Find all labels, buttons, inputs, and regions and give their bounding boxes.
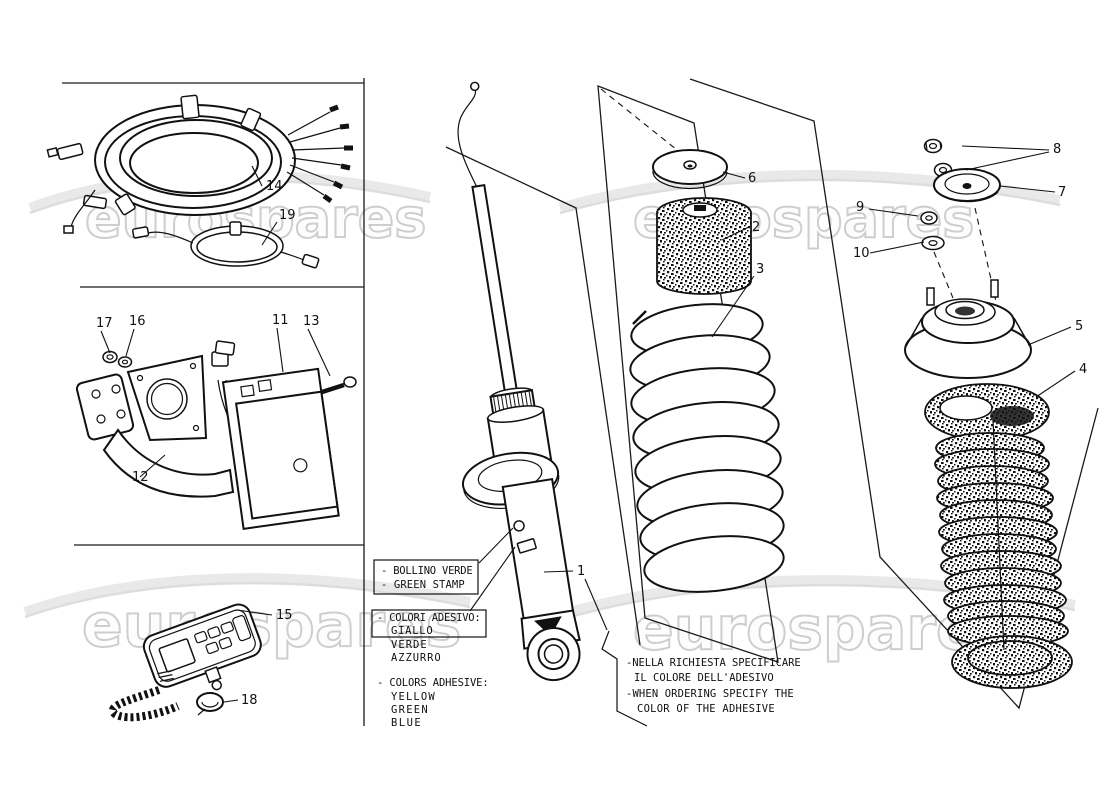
assembly-axis-lines xyxy=(600,88,998,307)
adhesive-en-line2: YELLOW xyxy=(391,691,435,703)
stud-nut xyxy=(920,211,938,225)
adhesive-it-line2: GIALLO xyxy=(391,625,433,637)
part-label-10: 10 xyxy=(853,246,870,261)
stud-washer xyxy=(921,235,945,251)
adhesive-en-line3: GREEN xyxy=(391,704,428,716)
grommet xyxy=(196,692,224,716)
coil-spring xyxy=(629,303,785,593)
gaiter-boot xyxy=(924,383,1073,689)
ordering-note-line2: IL COLORE DELL'ADESIVO xyxy=(634,672,774,684)
ecu-box xyxy=(221,367,340,530)
upper-washer xyxy=(652,149,728,190)
part-label-9: 9 xyxy=(856,200,864,215)
callout-lines xyxy=(100,145,1076,703)
adhesive-colors-note-it: - COLORI ADESIVO: GIALLO VERDE AZZURRO xyxy=(371,609,487,664)
adhesive-it-line3: VERDE xyxy=(391,639,427,651)
wiring-harness xyxy=(46,94,353,234)
part-label-12: 12 xyxy=(132,470,149,485)
ordering-note-line1: -NELLA RICHIESTA SPECIFICARE xyxy=(626,657,801,669)
remote-control xyxy=(108,603,262,722)
part-label-16: 16 xyxy=(129,314,146,329)
adhesive-en-line4: BLUE xyxy=(391,717,421,729)
stamp-note-line1: - BOLLINO VERDE xyxy=(381,565,473,577)
part-label-13: 13 xyxy=(303,314,320,329)
part-label-17: 17 xyxy=(96,316,113,331)
adhesive-it-line1: - COLORI ADESIVO: xyxy=(377,612,481,624)
part-label-6: 6 xyxy=(748,171,756,186)
mounting-bracket-assembly xyxy=(75,340,357,530)
part-label-5: 5 xyxy=(1075,319,1083,334)
part-label-2: 2 xyxy=(752,220,760,235)
top-nuts xyxy=(923,138,953,178)
adhesive-colors-note-en: - COLORS ADHESIVE: YELLOW GREEN BLUE xyxy=(377,677,489,729)
adhesive-en-line1: - COLORS ADHESIVE: xyxy=(377,677,489,689)
part-label-14: 14 xyxy=(266,179,283,194)
part-label-4: 4 xyxy=(1079,362,1087,377)
part-label-18: 18 xyxy=(241,693,258,708)
upper-mount xyxy=(904,279,1032,379)
ordering-note-line3: -WHEN ORDERING SPECIFY THE xyxy=(626,688,794,700)
part-label-3: 3 xyxy=(756,262,764,277)
stamp-note-box: - BOLLINO VERDE - GREEN STAMP xyxy=(373,559,479,595)
bump-stop xyxy=(656,197,752,295)
part-label-19: 19 xyxy=(279,208,296,223)
part-number-labels: 1 2 3 4 5 6 7 8 9 10 11 12 13 14 15 16 1… xyxy=(96,142,1087,708)
shock-absorber xyxy=(457,81,581,682)
stamp-note-line2: - GREEN STAMP xyxy=(381,579,465,591)
part-label-1: 1 xyxy=(577,564,585,579)
part-label-11: 11 xyxy=(272,313,289,328)
part-label-7: 7 xyxy=(1058,185,1066,200)
sensor-cable xyxy=(131,221,320,269)
adhesive-it-line4: AZZURRO xyxy=(391,652,441,664)
ordering-note: -NELLA RICHIESTA SPECIFICARE IL COLORE D… xyxy=(601,630,801,727)
dished-washer xyxy=(933,168,1001,203)
part-label-15: 15 xyxy=(276,608,293,623)
ordering-note-line4: COLOR OF THE ADHESIVE xyxy=(637,703,775,715)
part-label-8: 8 xyxy=(1053,142,1061,157)
